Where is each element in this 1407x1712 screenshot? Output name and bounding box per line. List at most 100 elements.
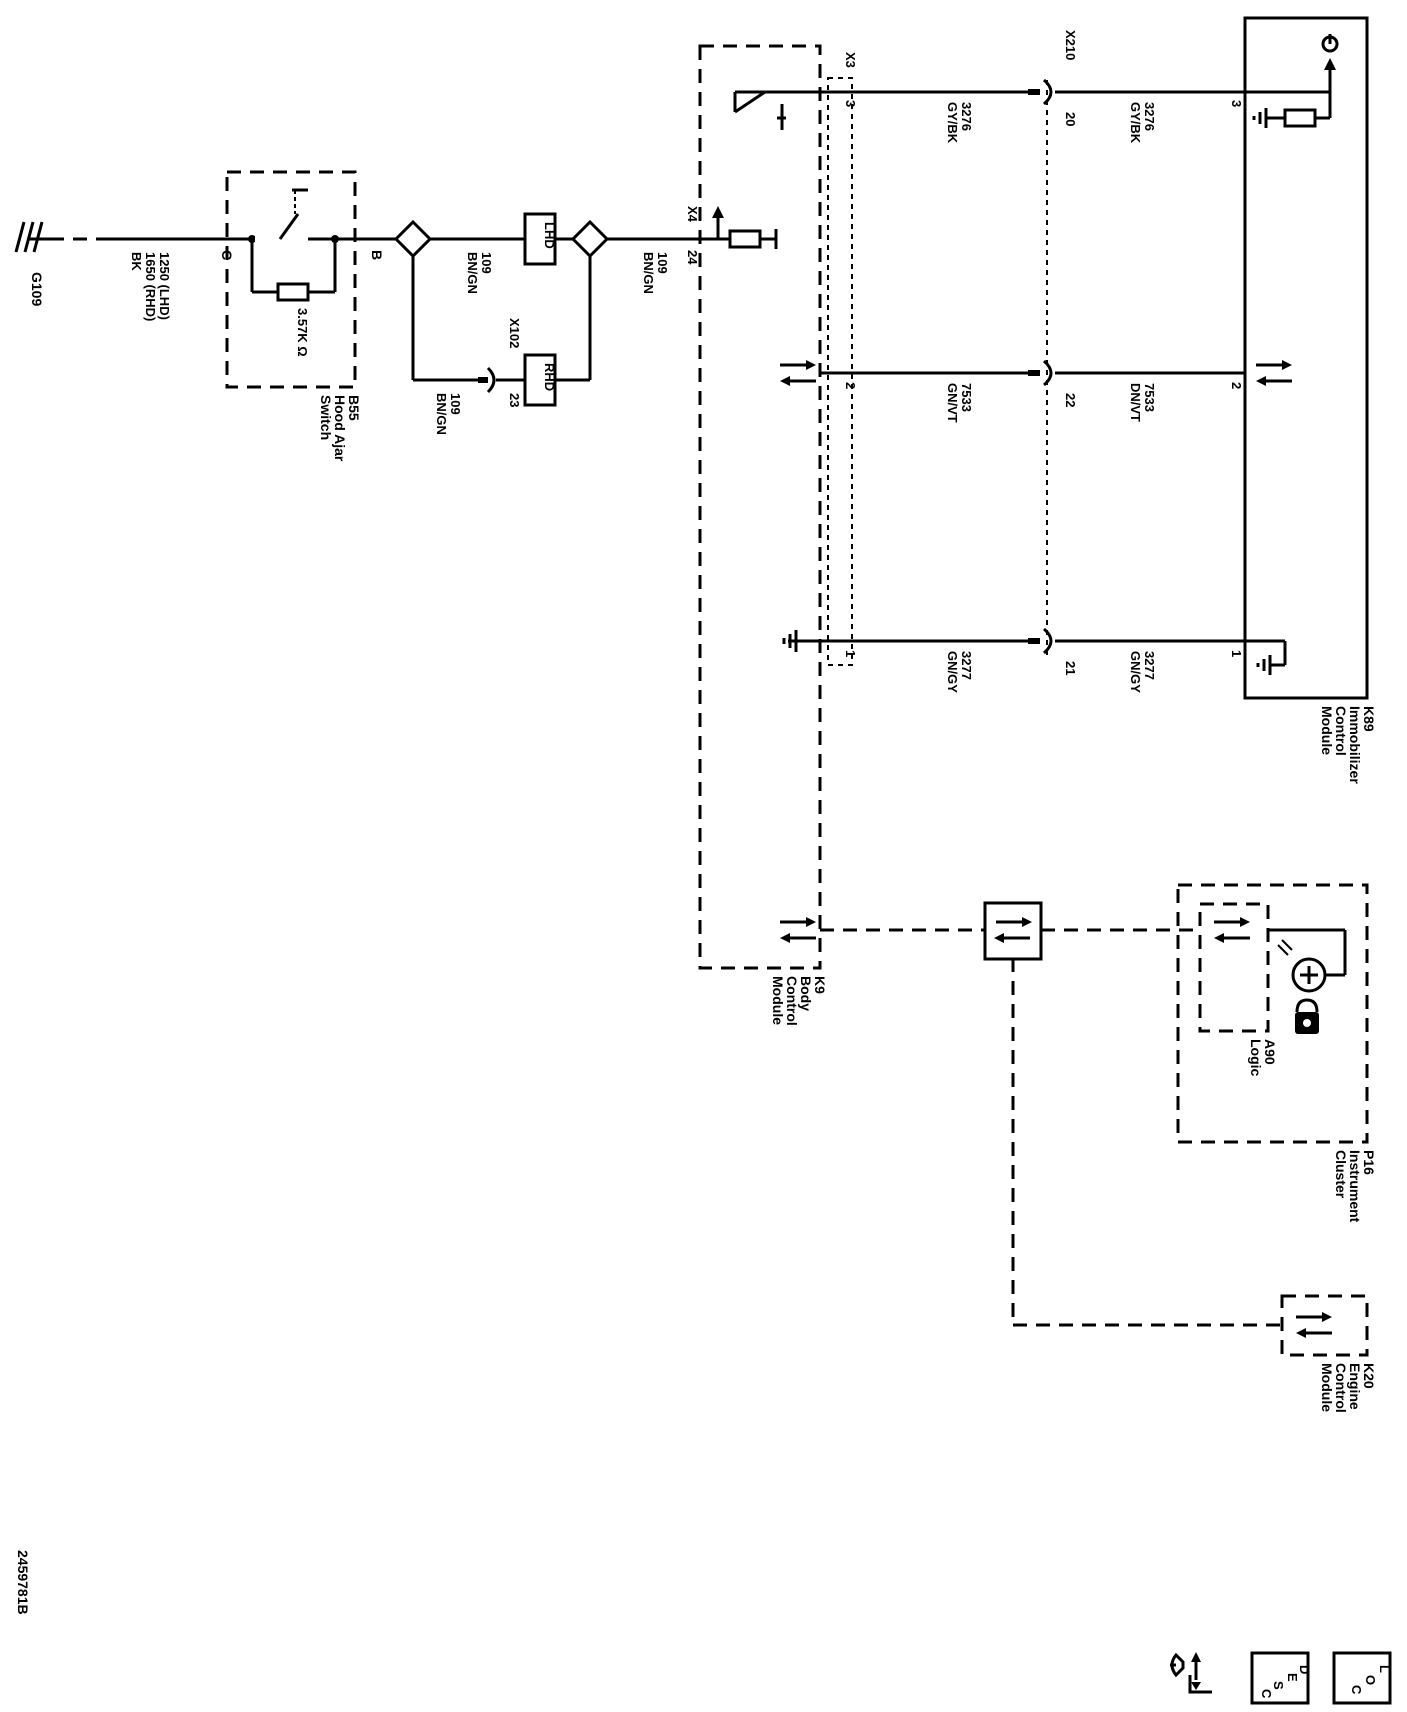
instrument-cluster-box (1176, 883, 1369, 1144)
x4-pin: 24 (685, 250, 700, 265)
k89-label-3: Module (1319, 706, 1335, 755)
x3-pin-2: 2 (843, 382, 858, 389)
hood-switch-pin-b: B (369, 250, 385, 260)
k89-ground-icon (1245, 639, 1287, 675)
wire-3276-left-circuit: 3276 (959, 102, 974, 131)
a90-name: A90 (1262, 1039, 1278, 1065)
p16-label-1: Instrument (1347, 1150, 1363, 1223)
loc-letter-l: L (1377, 1665, 1392, 1673)
a90-serial-data-icon (1214, 917, 1250, 943)
k20-label-2: Control (1333, 1363, 1349, 1413)
splice-right (570, 219, 610, 259)
wire-109-c-circuit: 109 (448, 393, 463, 415)
wire-109-b-circuit: 109 (655, 252, 670, 274)
wire-7533-left-color: GN/VT (945, 383, 960, 423)
immobilizer-module-box (1243, 16, 1369, 700)
a90-label-1: Logic (1248, 1039, 1264, 1077)
wire-3277-left-circuit: 3277 (959, 651, 974, 680)
wire-109-a-color: BN/GN (465, 252, 480, 294)
k9-label-3: Module (770, 976, 786, 1025)
x210-pin-20: 20 (1063, 112, 1078, 126)
x210-name: X210 (1063, 30, 1078, 60)
wire-109-a-circuit: 109 (479, 252, 494, 274)
k89-label-1: Immobilizer (1347, 706, 1363, 784)
k89-serial-data-icon (1256, 360, 1292, 386)
ground-wire-circuit-lhd: 1250 (LHD) (157, 252, 172, 320)
x3-name: X3 (843, 52, 858, 68)
bcm-ground-icon (782, 630, 808, 652)
serial-data-gateway-icon (983, 901, 1043, 961)
wire-3276-right-circuit: 3276 (1142, 102, 1157, 131)
x210-pin-20-icon (1028, 78, 1053, 106)
hood-switch-name: B55 (346, 395, 362, 421)
k20-serial-data-icon (1296, 1312, 1332, 1338)
lhd-label: LHD (542, 222, 557, 249)
wire-3276-left-color: GY/BK (945, 102, 960, 144)
engine-control-module-box (1280, 1294, 1369, 1357)
k89-pin-3: 3 (1229, 100, 1244, 107)
resistor-value: 3.57K Ω (295, 308, 310, 357)
wire-7533-right-color: DN/VT (1128, 383, 1143, 422)
k20-label-1: Engine (1347, 1363, 1363, 1410)
desc-icon-box[interactable] (1250, 1651, 1310, 1705)
x102-name: X102 (507, 318, 522, 348)
loc-letter-o: O (1363, 1675, 1378, 1685)
wire-3277-right-circuit: 3277 (1142, 651, 1157, 680)
wire-7533-right-circuit: 7533 (1142, 383, 1157, 412)
wire-109-b-color: BN/GN (641, 252, 656, 294)
ground-icon (14, 221, 50, 253)
k20-label-3: Module (1319, 1363, 1335, 1412)
k89-pin-1: 1 (1229, 650, 1244, 657)
rhd-label: RHD (542, 363, 557, 391)
x102-pin: 23 (507, 393, 522, 407)
wire-3277-left-color: GN/GY (945, 651, 960, 693)
x210-pin-21: 21 (1063, 661, 1078, 675)
wire-109-c-color: BN/GN (434, 393, 449, 435)
k89-name: K89 (1361, 706, 1377, 732)
k89-pullup-resistor-icon (1252, 92, 1332, 128)
lamp-icon (1268, 928, 1347, 993)
a90-logic-box (1198, 902, 1270, 1033)
x210-pin-22: 22 (1063, 393, 1078, 407)
diagram-id: 2459781B (15, 1550, 31, 1615)
k89-pin-2: 2 (1229, 382, 1244, 389)
lhd-option-box (523, 212, 557, 266)
hood-switch-label-2: Switch (318, 395, 334, 440)
desc-letter-s: S (1271, 1681, 1286, 1690)
loc-icon-box[interactable] (1332, 1651, 1392, 1705)
bcm-internal-switch-icon (733, 90, 828, 130)
k9-label-1: Body (798, 976, 814, 1011)
wire-7533-left-circuit: 7533 (959, 383, 974, 412)
serial-data-icon (780, 360, 816, 386)
x3-pin-1: 1 (843, 650, 858, 657)
p16-label-2: Cluster (1333, 1150, 1349, 1199)
desc-letter-e: E (1285, 1673, 1300, 1682)
x3-connector-box (827, 77, 853, 666)
k9-label-2: Control (784, 976, 800, 1026)
wrench-arrow-icon (1170, 1652, 1212, 1694)
desc-letter-c: C (1259, 1689, 1274, 1699)
resistor-icon (276, 282, 310, 302)
body-control-module-box (698, 44, 822, 970)
hood-switch-label-1: Hood Ajar (332, 395, 348, 462)
desc-letter-d: D (1297, 1665, 1312, 1674)
p16-name: P16 (1361, 1150, 1377, 1175)
switch-icon (248, 188, 339, 243)
splice-left (393, 219, 433, 259)
ground-wire-color: BK (129, 252, 144, 271)
hood-switch-pin-c: C (219, 250, 235, 260)
x210-pin-21-icon (1028, 627, 1053, 655)
wire-3277-right-color: GN/GY (1128, 651, 1143, 693)
k89-label-2: Control (1333, 706, 1349, 756)
x4-name: X4 (685, 206, 700, 223)
bcm-pullup-resistor-icon (710, 206, 778, 249)
x102-connector-icon (478, 366, 496, 394)
ground-label: G109 (29, 272, 45, 306)
x3-pin-3: 3 (843, 100, 858, 107)
k20-name: K20 (1361, 1363, 1377, 1389)
serial-data-icon-bcm-bottom (780, 917, 816, 943)
security-indicator-icon (1295, 998, 1319, 1034)
rhd-option-box (523, 353, 557, 407)
